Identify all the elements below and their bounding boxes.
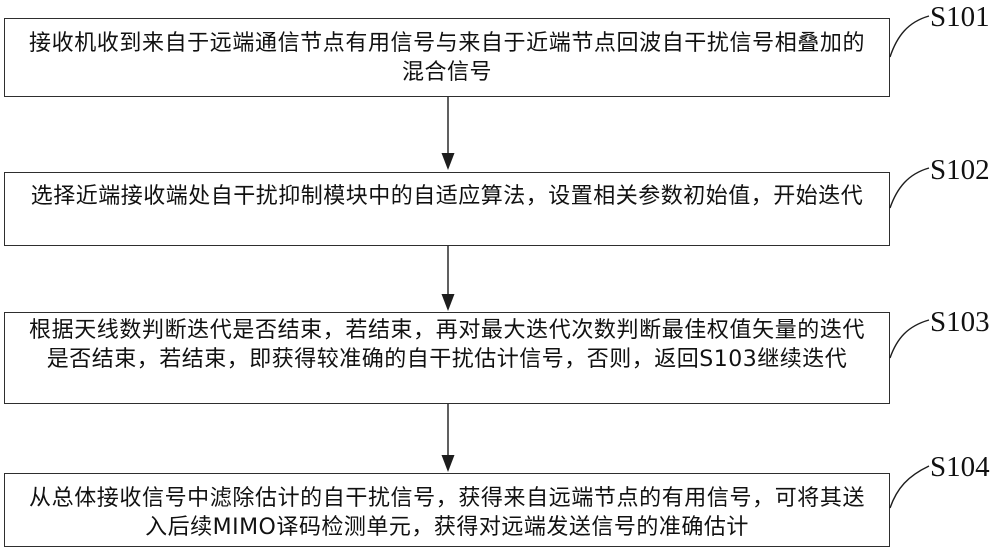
flow-step-text-s102: 选择近端接收端处自干扰抑制模块中的自适应算法，设置相关参数初始值，开始迭代	[30, 184, 864, 209]
flow-step-box-s102: 选择近端接收端处自干扰抑制模块中的自适应算法，设置相关参数初始值，开始迭代	[4, 172, 890, 246]
step-label-s103: S103	[930, 306, 990, 338]
flow-step-box-s104: 从总体接收信号中滤除估计的自干扰信号，获得来自远端节点的有用信号，可将其送入后续…	[4, 473, 890, 547]
arrow-down-icon	[441, 97, 455, 170]
leader-line-s102	[889, 167, 930, 209]
step-label-s104: S104	[930, 451, 990, 483]
step-label-s101: S101	[930, 1, 990, 33]
leader-line-s103	[889, 319, 930, 359]
flow-step-text-s101: 接收机收到来自于远端通信节点有用信号与来自于近端节点回波自干扰信号相叠加的混合信…	[29, 31, 865, 85]
flow-step-box-s101: 接收机收到来自于远端通信节点有用信号与来自于近端节点回波自干扰信号相叠加的混合信…	[4, 18, 890, 97]
arrow-down-icon	[441, 246, 455, 311]
flow-step-text-s104: 从总体接收信号中滤除估计的自干扰信号，获得来自远端节点的有用信号，可将其送入后续…	[29, 486, 865, 540]
step-label-s102: S102	[930, 154, 990, 186]
flow-step-box-s103: 根据天线数判断迭代是否结束，若结束，再对最大迭代次数判断最佳权值矢量的迭代是否结…	[4, 312, 890, 404]
flow-step-text-s103: 根据天线数判断迭代是否结束，若结束，再对最大迭代次数判断最佳权值矢量的迭代是否结…	[29, 318, 865, 372]
leader-line-s104	[889, 465, 930, 509]
leader-line-s101	[889, 15, 930, 58]
arrow-down-icon	[441, 404, 455, 472]
